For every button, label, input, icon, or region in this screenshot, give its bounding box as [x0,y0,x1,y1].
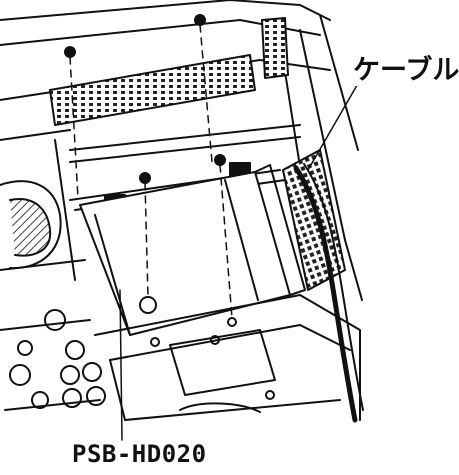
internal-components [0,139,106,411]
part-leader-line [119,289,123,441]
part-number-label: PSB-HD020 [70,440,209,468]
screw-markers [64,14,226,184]
side-vent-panel [282,149,346,291]
cable-leader-line [307,79,361,171]
screw-guide-lines [69,24,233,319]
vent-grille-top [49,54,256,126]
cable-label: ケーブル [350,55,459,86]
vent-grille-corner [261,17,289,79]
cable-bundle [293,165,358,423]
bottom-frame [94,294,361,421]
